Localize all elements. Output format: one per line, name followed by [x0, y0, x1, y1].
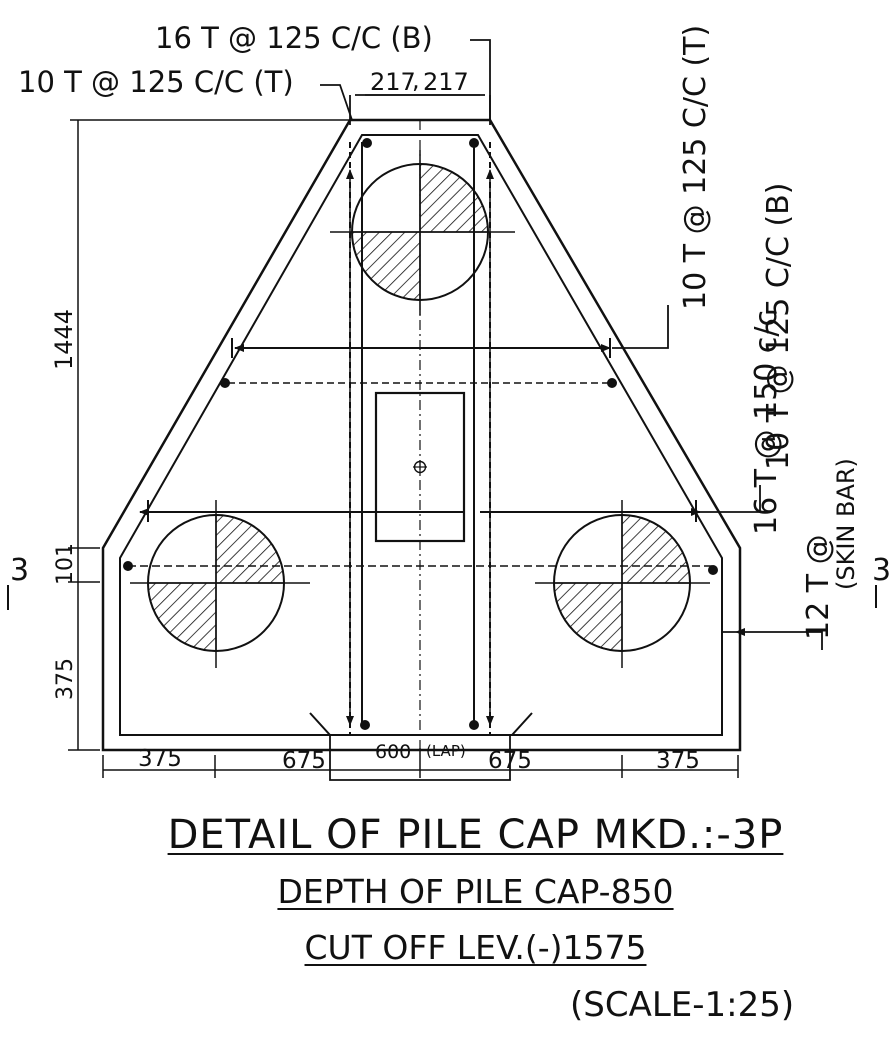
- pile-bottom-right: [535, 500, 710, 668]
- horizontal-bars: [128, 344, 713, 567]
- callout-16t-bottom: 16 T @ 125 C/C (B): [155, 21, 433, 55]
- dim-height-375: 375: [53, 658, 78, 700]
- bottom-dimension-chain: [102, 748, 739, 778]
- detail-title: DETAIL OF PILE CAP MKD.:-3P: [167, 812, 784, 858]
- cutoff-title: CUT OFF LEV.(-)1575: [304, 928, 647, 967]
- bar-end-dots: [123, 138, 718, 730]
- section-mark-right: 3: [872, 553, 891, 588]
- callout-right-10t-bottom: 10 T @ 125 C/C (B): [761, 183, 796, 470]
- callout-10t-top: 10 T @ 125 C/C (T): [18, 65, 294, 99]
- dim-height-1444: 1444: [50, 309, 78, 370]
- callout-right-16t: 16 T @ 150 c/c: [749, 310, 784, 535]
- scale-label: (SCALE-1:25): [570, 985, 795, 1025]
- section-mark-left: 3: [10, 553, 29, 588]
- pile-cap-inner-line: [119, 134, 723, 736]
- dim-top-separator: ,: [412, 66, 420, 94]
- callout-right-skin-bar: (SKIN BAR): [832, 458, 860, 590]
- dim-top-left: 217: [370, 68, 416, 96]
- lap-bracket: [329, 735, 511, 781]
- dim-bottom-675-left: 675: [282, 748, 326, 774]
- dim-height-101: 101: [53, 543, 78, 585]
- left-dimension-chain: [68, 119, 350, 751]
- pile-top: [330, 150, 515, 315]
- dim-bottom-lap-note: (LAP): [426, 742, 466, 760]
- callout-right-10t-top: 10 T @ 125 C/C (T): [678, 25, 713, 310]
- right-leaders: [612, 305, 823, 650]
- dim-bottom-375-right: 375: [656, 748, 700, 774]
- dim-bottom-lap: 600: [375, 741, 411, 763]
- dim-bottom-375-left: 375: [138, 746, 182, 772]
- dim-top-right: 217: [423, 68, 469, 96]
- depth-title: DEPTH OF PILE CAP-850: [277, 872, 674, 911]
- pile-bottom-left: [130, 500, 310, 668]
- dim-bottom-675-right: 675: [488, 748, 532, 774]
- callout-right-12t: 12 T @: [801, 534, 836, 640]
